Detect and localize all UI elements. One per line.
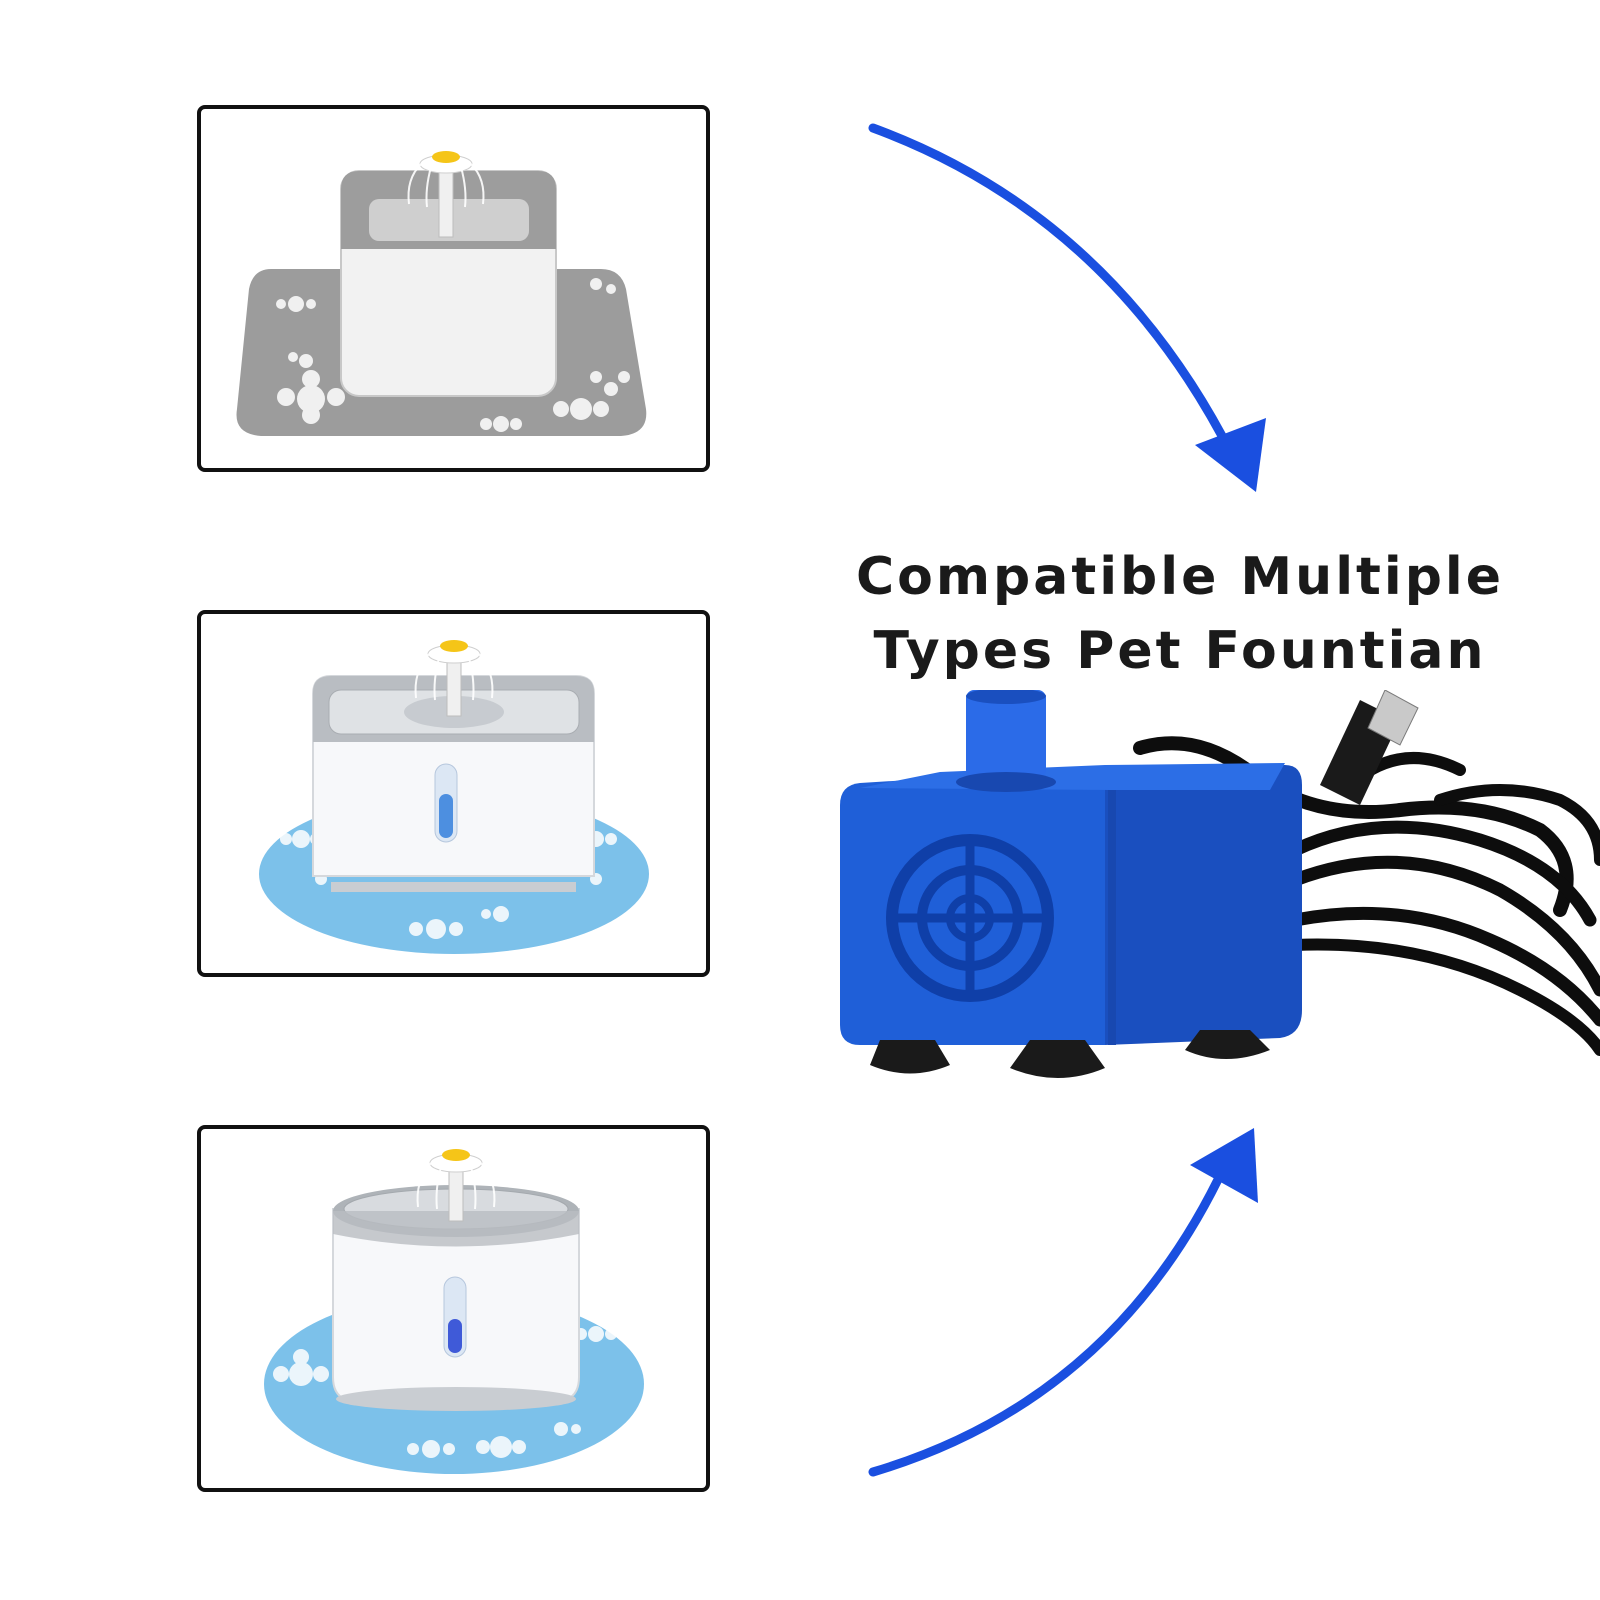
fan-grill-icon [886, 834, 1054, 1002]
curved-arrow-up-icon [868, 1128, 1258, 1477]
suction-cup-feet [870, 1030, 1270, 1078]
fountain-image-frame-round [197, 1125, 710, 1492]
headline-line-2: Types Pet Fountian [873, 621, 1487, 681]
rectangular-fountain-illustration [259, 640, 649, 954]
pump-body [840, 690, 1302, 1078]
round-fountain-illustration [264, 1149, 644, 1474]
pump-illustration [840, 690, 1600, 1078]
usb-plug-icon [1320, 690, 1419, 805]
power-cable [1133, 736, 1600, 1056]
fountain-image-frame-square [197, 105, 710, 472]
fountain-image-frame-rectangular [197, 610, 710, 977]
curved-arrow-down-icon [868, 123, 1266, 492]
headline: Compatible Multiple Types Pet Fountian [800, 540, 1560, 688]
square-fountain-illustration [236, 151, 647, 436]
headline-line-1: Compatible Multiple [855, 547, 1505, 607]
